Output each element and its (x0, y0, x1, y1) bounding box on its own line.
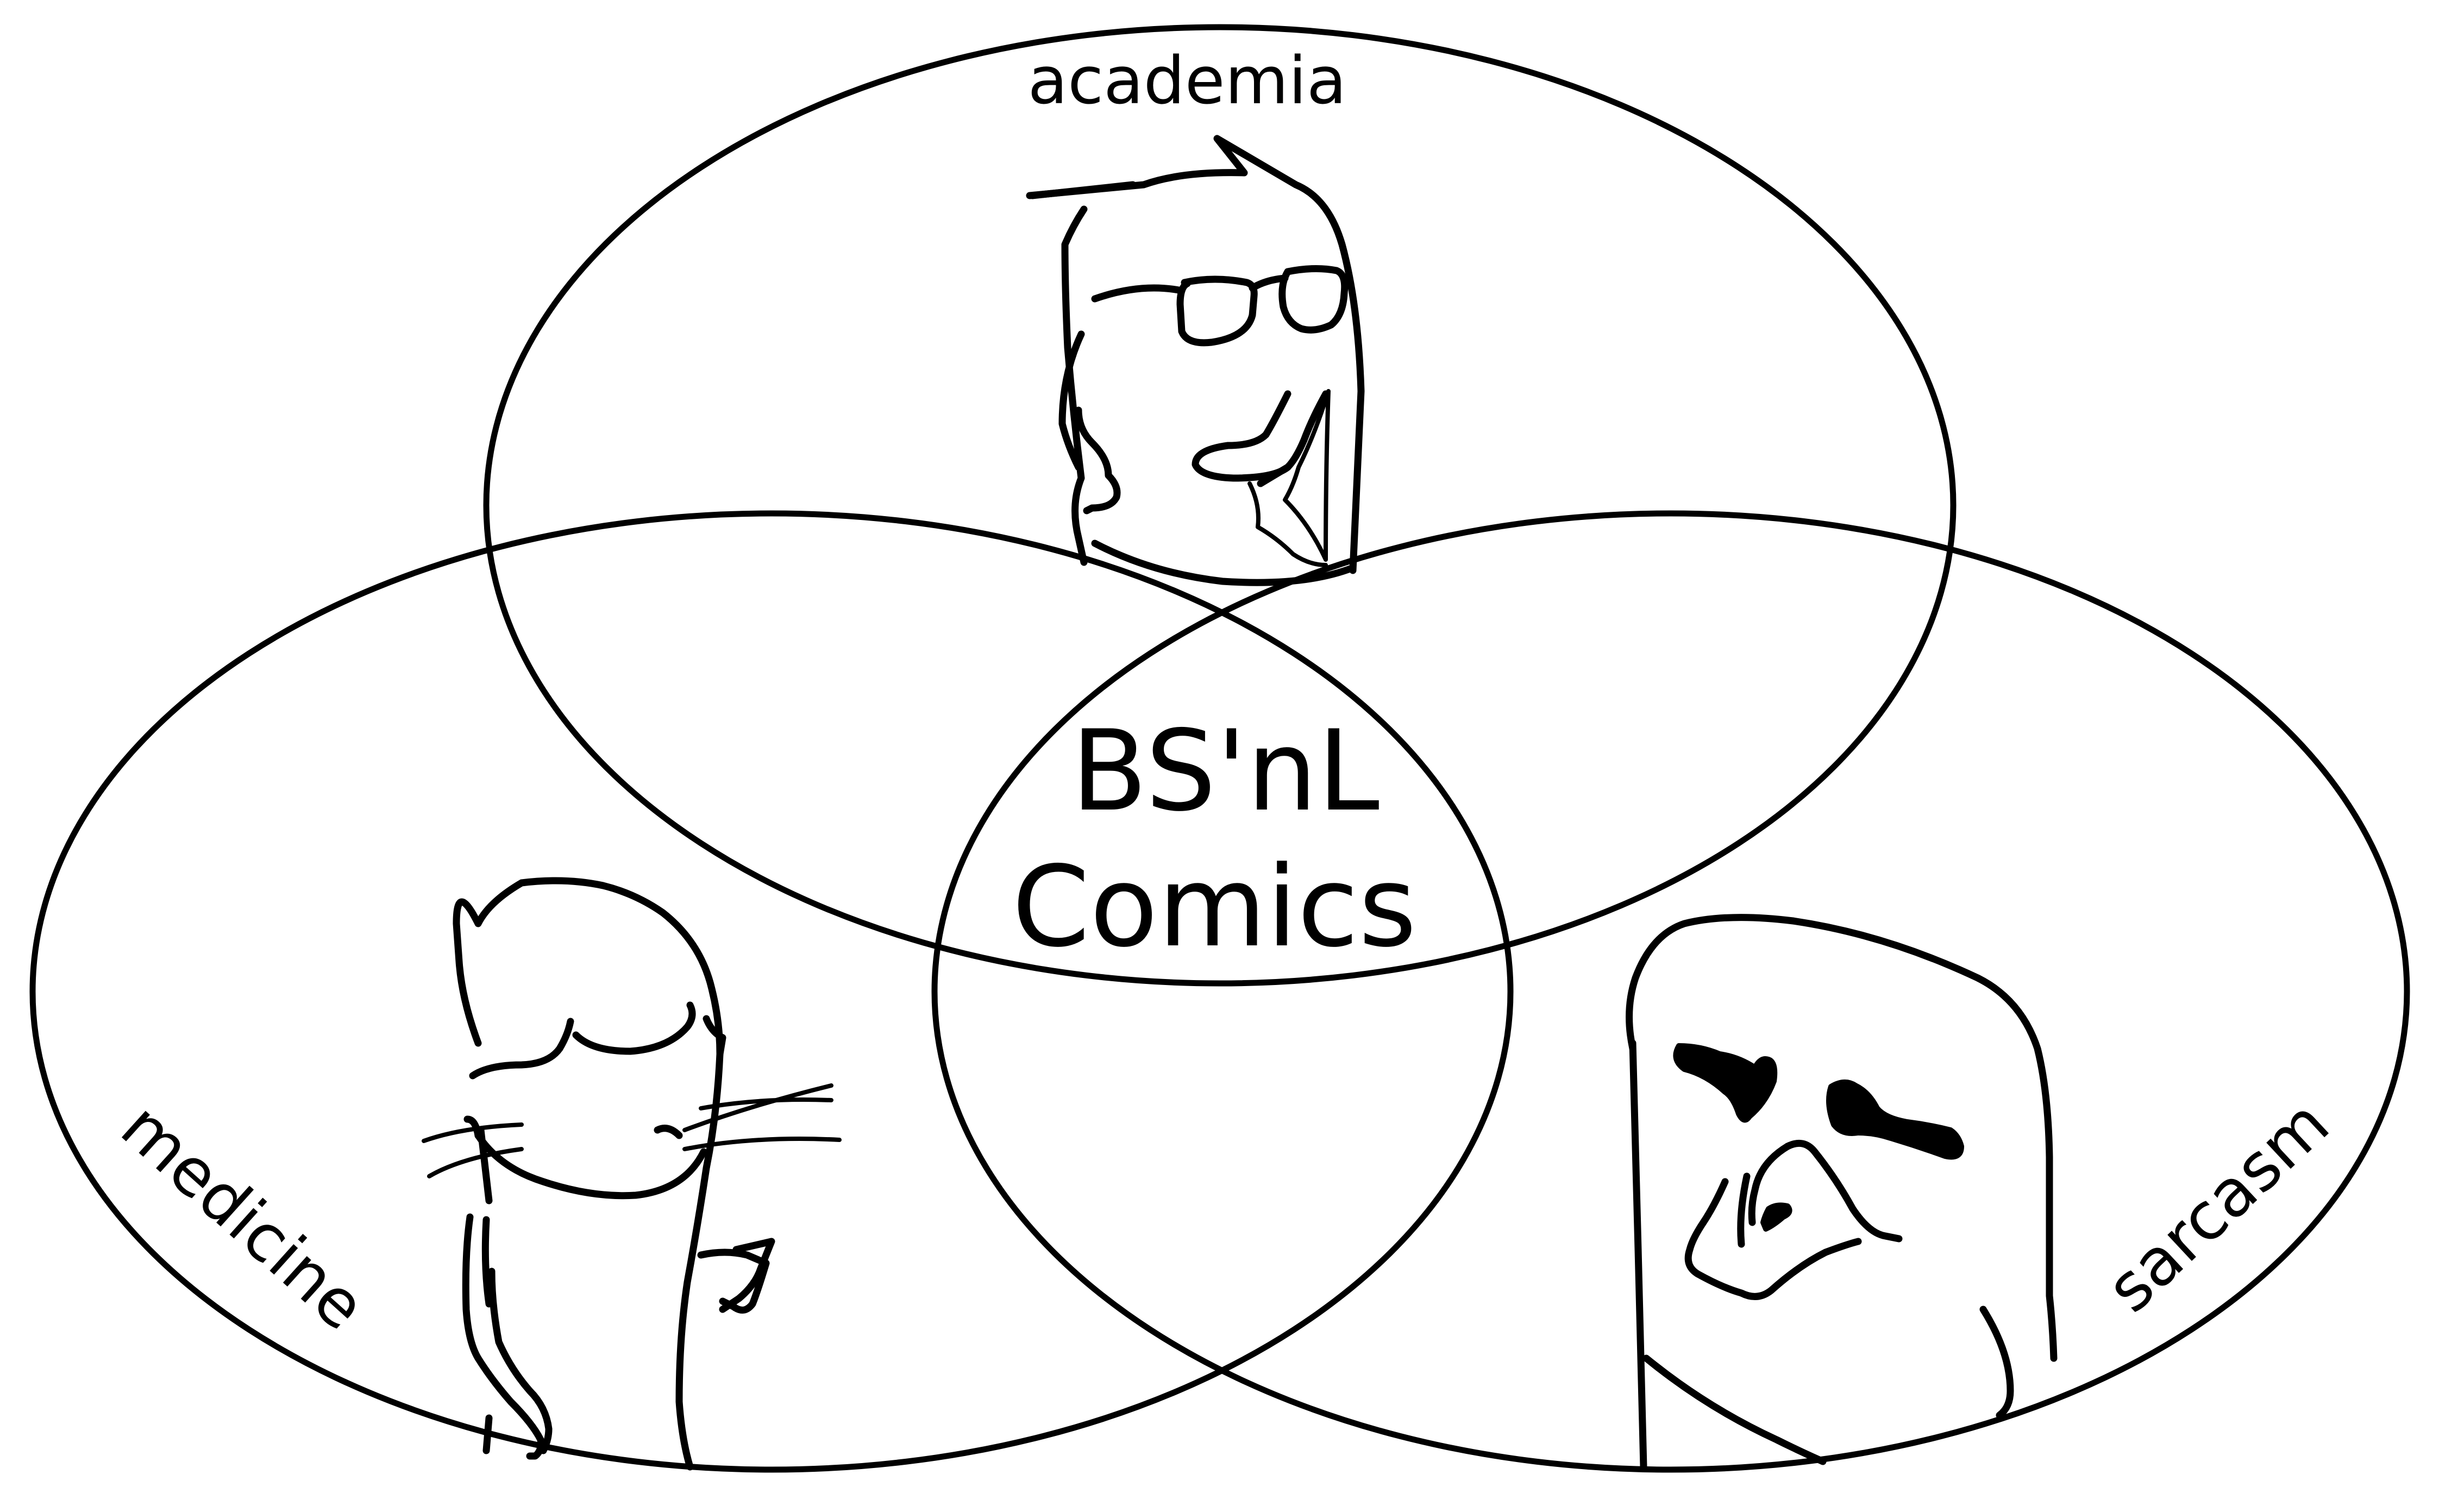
venn-circle-academia (483, 24, 1957, 987)
academic-with-glasses-icon (1026, 135, 1365, 586)
venn-circle-medicine (29, 510, 1514, 1473)
center-title-line2: Comics (1012, 843, 1417, 972)
venn-circle-sarcasm (931, 510, 2410, 1473)
set-label-sarcasm: sarcasm (2093, 1086, 2344, 1327)
cat-doctor-icon (422, 877, 842, 1471)
set-label-medicine: medicine (106, 1089, 379, 1345)
sarcastic-bird-icon (1626, 914, 2058, 1471)
set-label-academia: academia (1028, 43, 1347, 119)
center-title-line1: BS'nL (1071, 707, 1380, 836)
